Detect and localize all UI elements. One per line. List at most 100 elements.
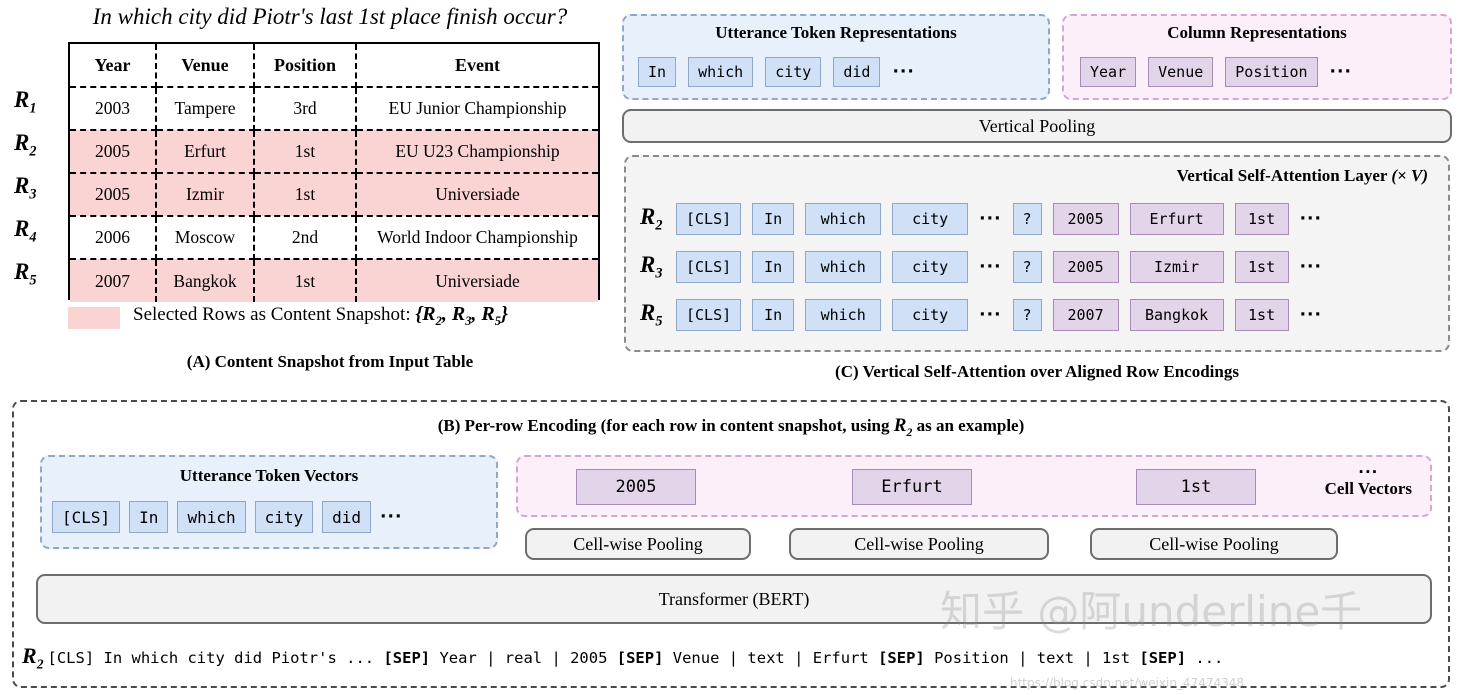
vsa-row-r2: R2 [CLS] In which city ··· ? 2005 Erfurt… xyxy=(640,203,1333,235)
cell-chip[interactable]: 1st xyxy=(1136,469,1256,505)
vsa-row-r5: R5 [CLS] In which city ··· ? 2007 Bangko… xyxy=(640,299,1333,331)
token-chip[interactable]: city xyxy=(254,501,314,533)
row-label-r3: R3 xyxy=(14,173,37,203)
cell-chip[interactable]: Bangkok xyxy=(1129,299,1224,331)
table-row: 2003 Tampere 3rd EU Junior Championship xyxy=(70,87,598,131)
cell-venue: Erfurt xyxy=(156,130,255,174)
cell-position: 3rd xyxy=(254,87,357,131)
column-representations-panel: Column Representations Year Venue Position… xyxy=(1062,14,1452,100)
row-label-r1: R1 xyxy=(14,87,37,117)
legend-label: Selected Rows as Content Snapshot xyxy=(133,304,406,325)
question-text: In which city did Piotr's last 1st place… xyxy=(92,4,568,29)
ellipsis-icon: ··· xyxy=(892,62,915,82)
ellipsis-icon: ··· xyxy=(1299,209,1322,229)
sequence-row-label: R2 xyxy=(22,643,44,672)
cell-wise-pooling-1[interactable]: Cell-wise Pooling xyxy=(525,528,751,560)
token-chip[interactable]: [CLS] xyxy=(676,299,742,331)
row-label-r5: R5 xyxy=(14,259,37,289)
vsa-row-r3: R3 [CLS] In which city ··· ? 2005 Izmir … xyxy=(640,251,1333,283)
cell-vectors-label: ··· Cell Vectors xyxy=(1324,465,1412,498)
row-label-r4: R4 xyxy=(14,216,37,246)
question-token-chip[interactable]: ? xyxy=(1012,251,1042,283)
column-header-position: Position xyxy=(254,44,357,88)
token-chip[interactable]: did xyxy=(833,57,881,87)
table-header-row: Year Venue Position Event xyxy=(70,44,598,88)
vsa-row-label: R3 xyxy=(640,252,663,282)
vertical-pooling-label: Vertical Pooling xyxy=(978,115,1096,136)
cell-chip[interactable]: 2005 xyxy=(1052,203,1119,235)
token-chip[interactable]: [CLS] xyxy=(52,501,121,533)
cell-wise-pooling-2[interactable]: Cell-wise Pooling xyxy=(789,528,1049,560)
question-token-chip[interactable]: ? xyxy=(1012,203,1042,235)
token-chip[interactable]: In xyxy=(752,203,795,235)
cell-venue: Izmir xyxy=(156,173,255,217)
ellipsis-icon: ··· xyxy=(1329,62,1352,82)
cell-wise-pooling-label: Cell-wise Pooling xyxy=(854,533,984,554)
cell-chip[interactable]: Izmir xyxy=(1129,251,1224,283)
table-row-selected: 2007 Bangkok 1st Universiade xyxy=(70,259,598,302)
column-header-venue: Venue xyxy=(156,44,255,88)
token-chip[interactable]: did xyxy=(322,501,372,533)
vertical-pooling-bar[interactable]: Vertical Pooling xyxy=(622,109,1452,143)
cell-chip[interactable]: 2005 xyxy=(1052,251,1119,283)
cell-event: World Indoor Championship xyxy=(356,216,598,260)
cell-chip[interactable]: 1st xyxy=(1234,251,1289,283)
token-chip[interactable]: city xyxy=(765,57,822,87)
transformer-bert-bar[interactable]: Transformer (BERT) xyxy=(36,574,1432,624)
vertical-self-attention-panel: Vertical Self-Attention Layer (× V) R2 [… xyxy=(624,155,1450,352)
column-chip[interactable]: Year xyxy=(1080,57,1137,87)
token-chip[interactable]: In xyxy=(752,299,795,331)
cell-year: 2007 xyxy=(70,259,157,302)
transformer-label: Transformer (BERT) xyxy=(658,588,810,609)
cell-event: Universiade xyxy=(356,259,598,302)
cell-vector-slot: Erfurt xyxy=(852,469,972,505)
vsa-row-label: R2 xyxy=(640,204,663,234)
token-chip[interactable]: which xyxy=(805,203,882,235)
cell-wise-pooling-3[interactable]: Cell-wise Pooling xyxy=(1090,528,1338,560)
caption-b-row-label: R2 xyxy=(893,415,913,439)
cell-chip[interactable]: 1st xyxy=(1234,203,1289,235)
token-chip[interactable]: [CLS] xyxy=(676,251,742,283)
utterance-token-vectors-title: Utterance Token Vectors xyxy=(179,466,359,485)
column-token-list: Year Venue Position ··· xyxy=(1080,57,1352,87)
token-chip[interactable]: [CLS] xyxy=(676,203,742,235)
token-chip[interactable]: city xyxy=(892,251,969,283)
cell-position: 1st xyxy=(254,173,357,217)
column-chip[interactable]: Position xyxy=(1225,57,1318,87)
token-chip[interactable]: which xyxy=(805,299,882,331)
cell-chip[interactable]: 2007 xyxy=(1052,299,1119,331)
cell-chip[interactable]: 1st xyxy=(1234,299,1289,331)
cell-venue: Moscow xyxy=(156,216,255,260)
column-representations-title: Column Representations xyxy=(1167,23,1347,42)
ellipsis-icon: ··· xyxy=(979,257,1002,277)
token-chip[interactable]: city xyxy=(892,299,969,331)
question-token-chip[interactable]: ? xyxy=(1012,299,1042,331)
token-chip[interactable]: city xyxy=(892,203,969,235)
cell-event: EU Junior Championship xyxy=(356,87,598,131)
sequence-text: [CLS] In which city did Piotr's ... [SEP… xyxy=(47,649,1224,667)
cell-vectors-label-text: Cell Vectors xyxy=(1324,479,1412,498)
token-chip[interactable]: which xyxy=(688,57,754,87)
token-chip[interactable]: which xyxy=(177,501,246,533)
cell-chip[interactable]: 2005 xyxy=(576,469,696,505)
legend-separator: : xyxy=(405,304,411,325)
table-row-selected: 2005 Erfurt 1st EU U23 Championship xyxy=(70,130,598,174)
token-chip[interactable]: In xyxy=(752,251,795,283)
input-table: Year Venue Position Event 2003 Tampere 3… xyxy=(68,42,600,302)
cell-chip[interactable]: Erfurt xyxy=(852,469,972,505)
cell-position: 2nd xyxy=(254,216,357,260)
ellipsis-icon: ··· xyxy=(1299,257,1322,277)
legend-color-swatch xyxy=(68,307,120,329)
input-sequence-line: R2 [CLS] In which city did Piotr's ... [… xyxy=(22,645,1442,671)
cell-year: 2005 xyxy=(70,130,157,174)
token-chip[interactable]: which xyxy=(805,251,882,283)
column-chip[interactable]: Venue xyxy=(1148,57,1214,87)
cell-venue: Bangkok xyxy=(156,259,255,302)
token-chip[interactable]: In xyxy=(638,57,677,87)
column-header-event: Event xyxy=(356,44,598,88)
cell-chip[interactable]: Erfurt xyxy=(1129,203,1224,235)
token-chip[interactable]: In xyxy=(129,501,169,533)
